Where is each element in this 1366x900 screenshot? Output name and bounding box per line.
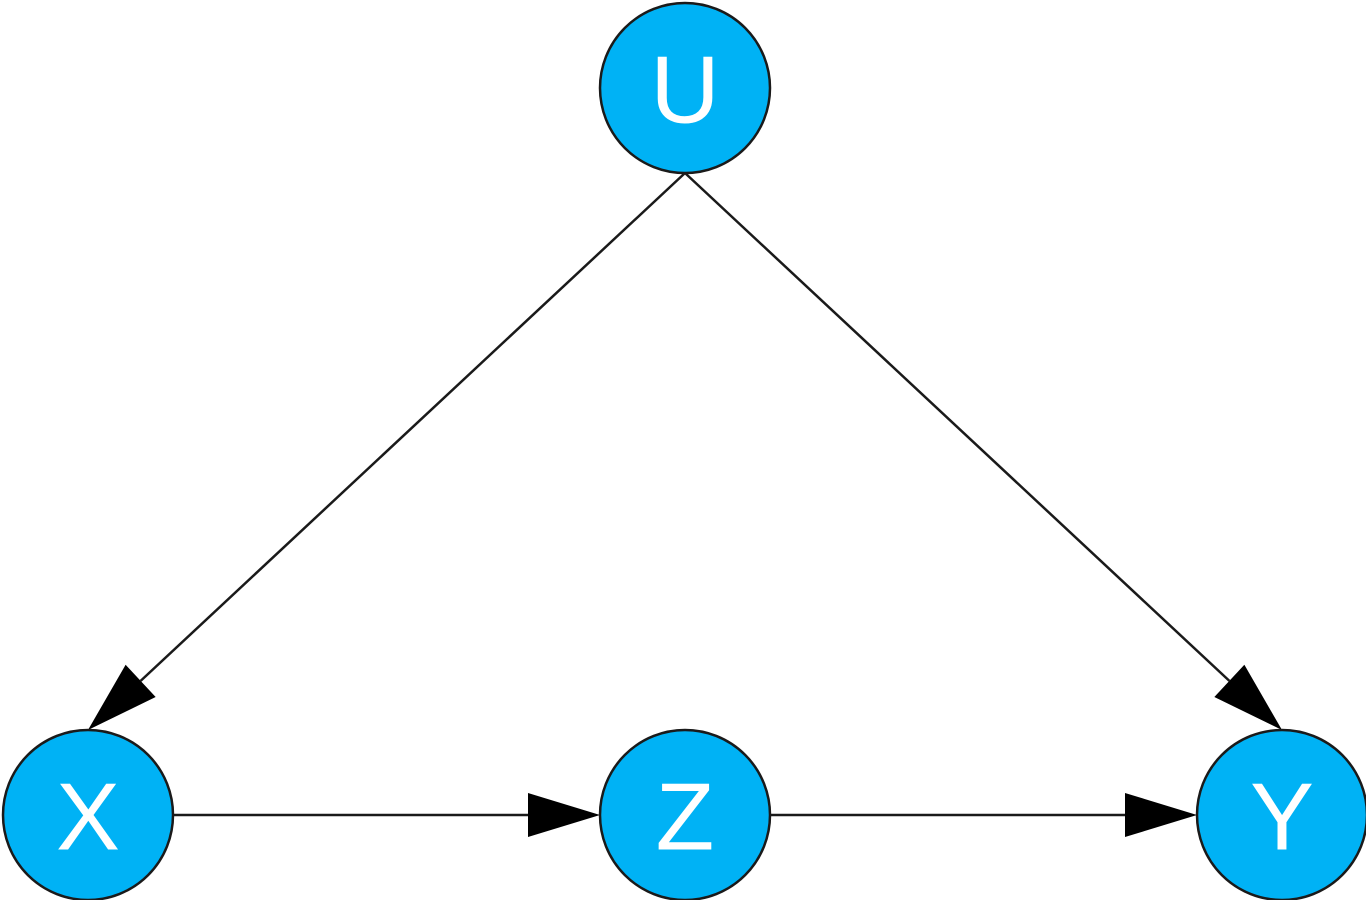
node-label: Y — [1250, 764, 1314, 871]
arrowhead — [1214, 664, 1282, 730]
node-circle — [598, 728, 772, 900]
node-circle — [1, 728, 175, 900]
edge-line — [139, 172, 686, 682]
arrowhead — [1125, 793, 1197, 837]
node-label: Z — [656, 764, 715, 871]
node-y: Y — [1195, 728, 1366, 900]
edge-u-to-x — [88, 172, 686, 730]
edge-u-to-y — [684, 172, 1282, 730]
node-label: U — [650, 37, 719, 144]
edge-z-to-y — [770, 793, 1197, 837]
arrowhead — [528, 793, 600, 837]
edge-line — [684, 172, 1231, 682]
edge-x-to-z — [173, 793, 600, 837]
node-circle — [1195, 728, 1366, 900]
node-label: X — [56, 764, 120, 871]
node-u: U — [598, 1, 772, 175]
arrowhead — [88, 664, 156, 730]
node-z: Z — [598, 728, 772, 900]
edges-layer — [88, 172, 1282, 837]
node-x: X — [1, 728, 175, 900]
node-circle — [598, 1, 772, 175]
